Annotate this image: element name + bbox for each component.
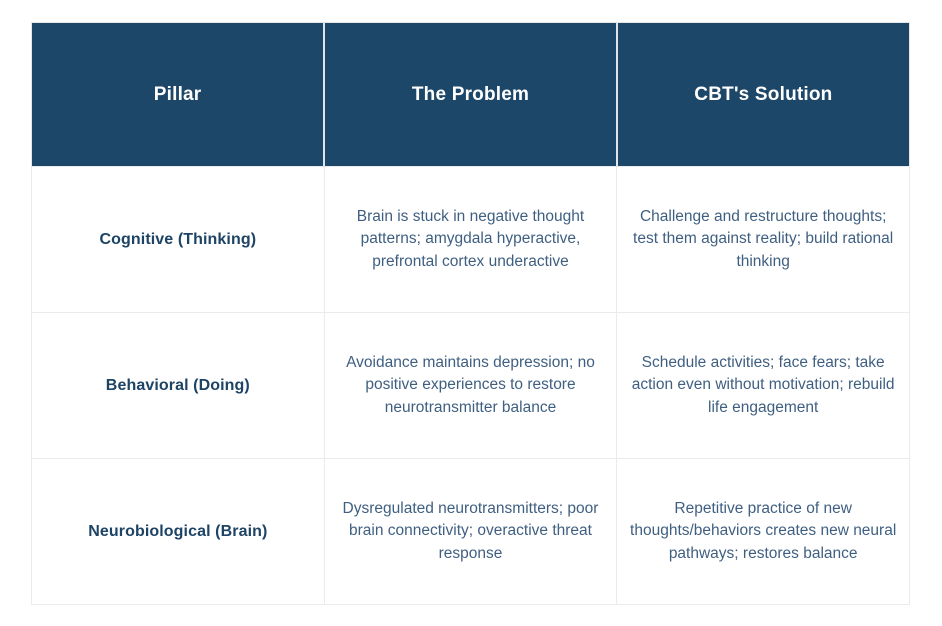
table-row-neurobiological: Neurobiological (Brain) Dysregulated neu… (31, 458, 910, 605)
solution-cell: Challenge and restructure thoughts; test… (616, 166, 910, 313)
table-row-behavioral: Behavioral (Doing) Avoidance maintains d… (31, 312, 910, 459)
problem-cell: Dysregulated neurotransmitters; poor bra… (323, 458, 618, 605)
column-header-problem: The Problem (324, 22, 618, 167)
pillar-cell: Neurobiological (Brain) (31, 458, 325, 605)
solution-cell: Repetitive practice of new thoughts/beha… (616, 458, 910, 605)
problem-cell: Avoidance maintains depression; no posit… (323, 312, 618, 459)
pillar-cell: Cognitive (Thinking) (31, 166, 325, 313)
column-header-solution: CBT's Solution (616, 22, 910, 167)
header-row: Pillar The Problem CBT's Solution (31, 22, 910, 167)
column-header-pillar: Pillar (31, 22, 326, 167)
solution-cell: Schedule activities; face fears; take ac… (616, 312, 910, 459)
table-row-cognitive: Cognitive (Thinking) Brain is stuck in n… (31, 166, 910, 313)
cbt-pillars-table: Pillar The Problem CBT's Solution Cognit… (31, 22, 910, 605)
pillar-cell: Behavioral (Doing) (31, 312, 325, 459)
problem-cell: Brain is stuck in negative thought patte… (323, 166, 618, 313)
